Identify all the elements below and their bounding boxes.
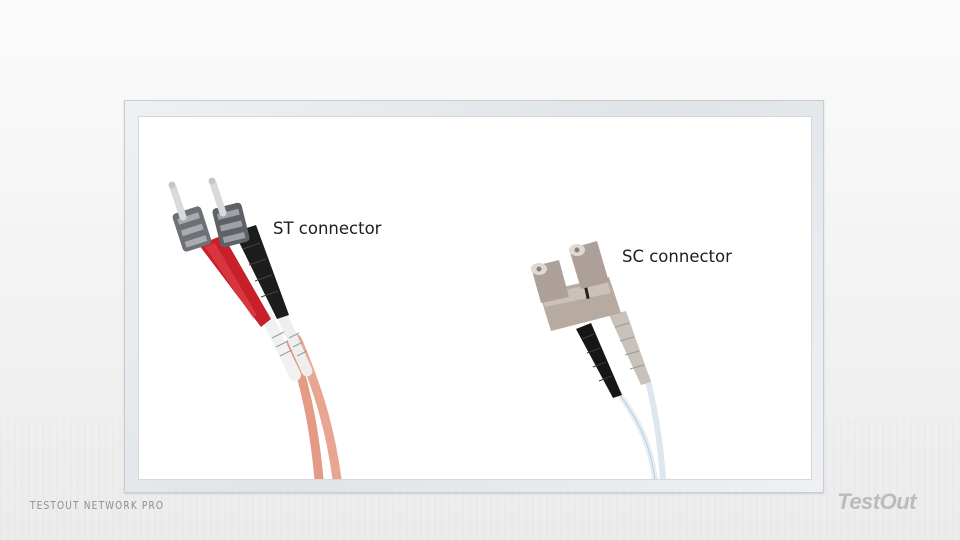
connector-photo: ST connector SC connector <box>138 116 812 480</box>
picture-frame: ST connector SC connector <box>124 100 824 493</box>
course-footer-text: TESTOUT NETWORK PRO <box>30 499 165 512</box>
st-connector-label: ST connector <box>273 219 382 238</box>
connector-illustration <box>168 177 666 479</box>
testout-logo: TestOut <box>837 489 916 514</box>
st-connector-illustration <box>168 177 342 479</box>
sc-connector-label: SC connector <box>622 247 732 266</box>
sc-connector-illustration <box>531 241 666 479</box>
